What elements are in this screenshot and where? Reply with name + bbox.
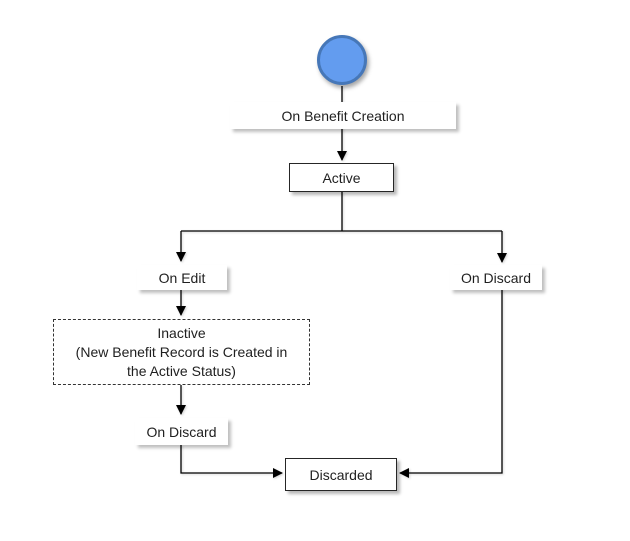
state-inactive: Inactive (New Benefit Record is Created … (53, 319, 310, 385)
transition-label-on-edit: On Edit (137, 265, 227, 290)
transition-label-text: On Discard (460, 269, 532, 286)
transition-label-on-discard-left: On Discard (135, 418, 228, 445)
state-active: Active (289, 163, 394, 192)
transition-label-text: On Discard (146, 423, 217, 440)
state-label-line3: the Active Status) (127, 362, 236, 379)
transition-label-on-discard-right: On Discard (450, 265, 542, 290)
state-label-line1: Inactive (157, 324, 206, 341)
transition-label-text: On Benefit Creation (281, 107, 405, 124)
connector-on-discard-left-to-discarded (180, 445, 283, 478)
state-label-text: Discarded (309, 466, 373, 483)
transition-label-text: On Edit (158, 269, 206, 286)
state-label-text: Active (322, 169, 361, 186)
start-node-icon (317, 35, 367, 85)
connector-on-discard-right-to-discarded (399, 288, 503, 478)
transition-label-on-benefit-creation: On Benefit Creation (230, 102, 456, 129)
state-discarded: Discarded (285, 458, 397, 491)
state-label-line2: (New Benefit Record is Created in (75, 343, 288, 360)
